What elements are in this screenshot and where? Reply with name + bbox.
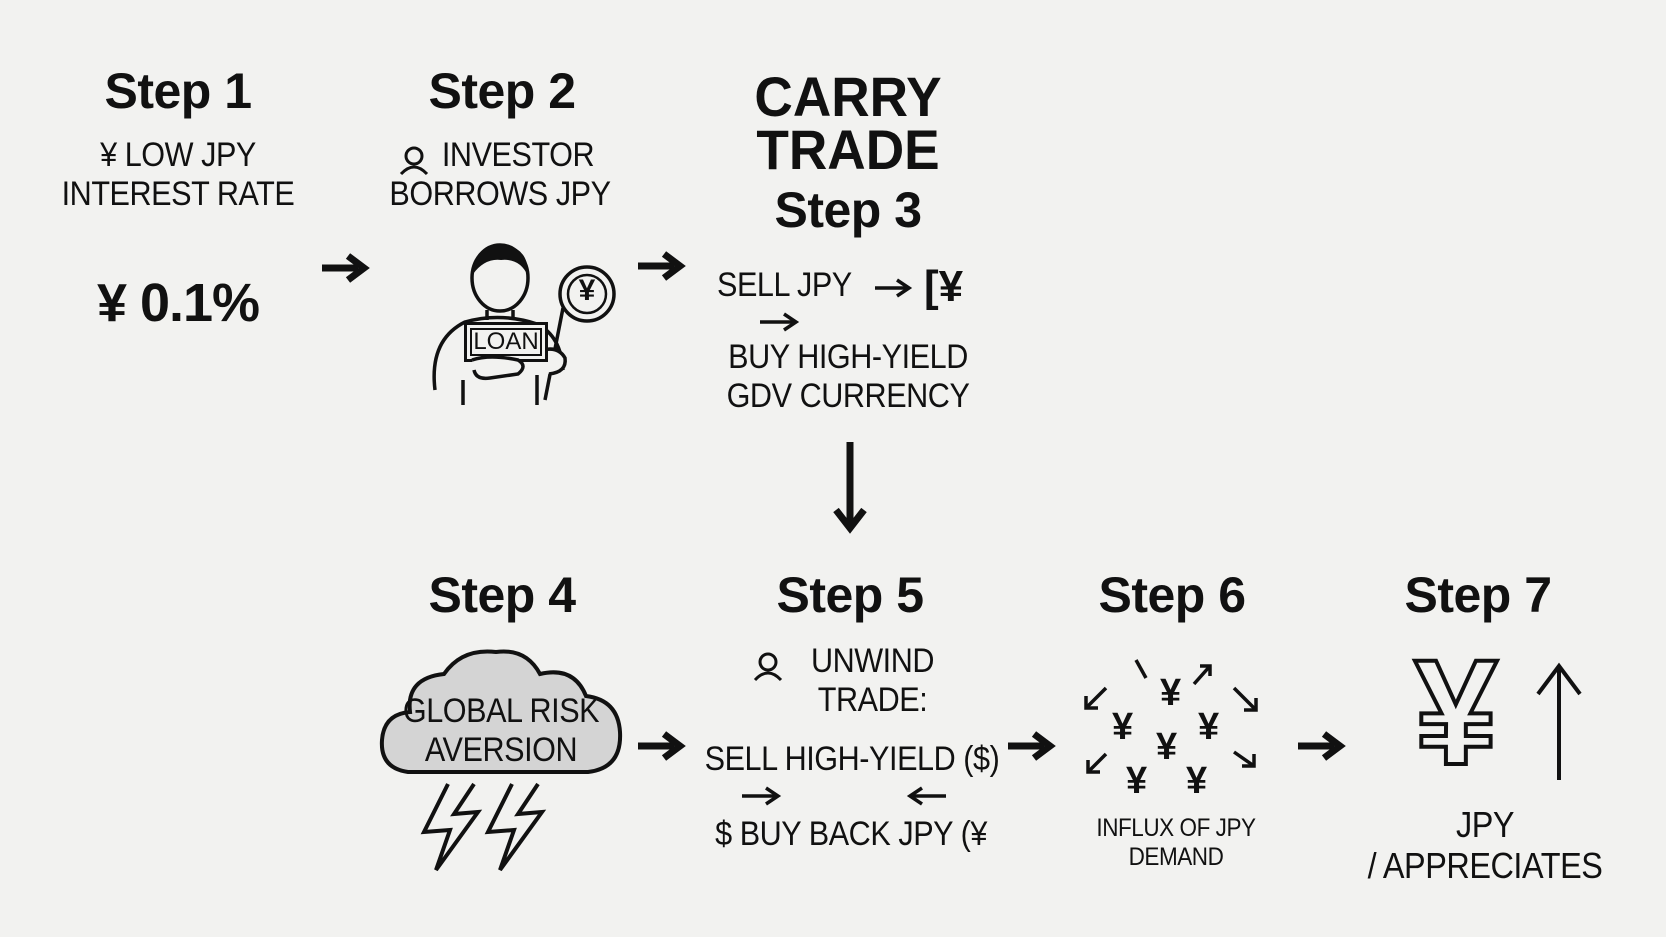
yen-icon: ¥ bbox=[1156, 726, 1178, 768]
yen-icon: ¥ bbox=[1126, 760, 1148, 802]
step-5-buy-text: $ BUY BACK JPY (¥ bbox=[715, 815, 987, 853]
arrow-right-icon bbox=[322, 253, 370, 283]
burst-arrows bbox=[1084, 659, 1258, 774]
arrow-left-icon bbox=[906, 786, 946, 806]
yen-icon: ¥ bbox=[1186, 760, 1208, 802]
step-4-cloud-line-2: AVERSION bbox=[424, 731, 578, 770]
step-3-buy-line-2: GDV CURRENCY bbox=[726, 377, 970, 416]
step-3-sell-text: SELL JPY bbox=[717, 266, 852, 304]
step-3-title: Step 3 bbox=[774, 182, 922, 238]
yen-icon: ¥ bbox=[1112, 706, 1134, 748]
step-2-line-1: INVESTOR bbox=[441, 136, 595, 174]
arrow-right-icon bbox=[1008, 731, 1056, 761]
step-2-coin-symbol: ¥ bbox=[578, 274, 596, 307]
person-icon bbox=[753, 652, 783, 682]
step-2-line-2: BORROWS JPY bbox=[389, 175, 611, 214]
arrow-right-icon bbox=[638, 251, 686, 281]
step-5-title: Step 5 bbox=[776, 567, 924, 623]
arrow-right-icon bbox=[638, 731, 686, 761]
step-5-sell-text: SELL HIGH-YIELD ($) bbox=[704, 740, 1000, 778]
step-6-caption: INFLUX OF JPY DEMAND bbox=[1068, 814, 1284, 872]
step-6-title: Step 6 bbox=[1098, 567, 1246, 623]
arrow-right-icon bbox=[1298, 731, 1346, 761]
person-icon bbox=[399, 146, 429, 176]
step-3-buy-label: BUY HIGH-YIELD GDV CURRENCY bbox=[713, 338, 983, 416]
step-6-caption-line-1: INFLUX OF JPY bbox=[1096, 814, 1256, 842]
step-1-line-1: ¥ LOW JPY bbox=[100, 136, 256, 174]
step-7-caption: JPY / APPRECIATES bbox=[1355, 804, 1616, 887]
step-2-label: INVESTOR BORROWS JPY bbox=[365, 136, 635, 214]
yen-icon: ¥ bbox=[1198, 706, 1220, 748]
yen-cluster: ¥ ¥ ¥ ¥ ¥ ¥ bbox=[1060, 656, 1290, 816]
carry-title-line-1: CARRY bbox=[754, 65, 942, 128]
step-7-title: Step 7 bbox=[1404, 567, 1552, 623]
step-4-cloud-label: GLOBAL RISK AVERSION bbox=[390, 692, 611, 770]
arrow-right-icon bbox=[875, 278, 913, 298]
step-6-caption-line-2: DEMAND bbox=[1128, 842, 1224, 871]
step-3-buy-line-1: BUY HIGH-YIELD bbox=[728, 338, 968, 376]
step-4-title: Step 4 bbox=[428, 567, 576, 623]
investor-hand bbox=[471, 355, 525, 381]
step-1-label: ¥ LOW JPY INTEREST RATE bbox=[43, 136, 313, 214]
step-1-line-2: INTEREST RATE bbox=[61, 175, 295, 214]
yen-icon bbox=[558, 265, 616, 323]
step-3-yen-symbol: [¥ bbox=[924, 262, 964, 311]
step-1-title: Step 1 bbox=[104, 63, 252, 119]
step-7-caption-line-1: JPY bbox=[1455, 804, 1515, 845]
arrow-right-icon bbox=[742, 786, 782, 806]
yen-icon: ¥ bbox=[1160, 672, 1182, 714]
loan-sign: LOAN bbox=[464, 322, 548, 362]
cloud-icon bbox=[379, 649, 623, 774]
step-2-title: Step 2 bbox=[428, 63, 576, 119]
step-1-rate-value: ¥ 0.1% bbox=[96, 273, 260, 333]
arrow-right-icon bbox=[760, 312, 800, 332]
carry-title-line-2: TRADE bbox=[756, 118, 940, 182]
arrow-down-icon bbox=[833, 442, 867, 534]
step-5-line-1: UNWIND bbox=[810, 642, 935, 680]
yen-icon: ¥ bbox=[1412, 628, 1499, 796]
step-5-line-2: TRADE: bbox=[817, 681, 928, 720]
arrow-up-icon bbox=[1536, 662, 1582, 780]
carry-trade-title: CARRY TRADE bbox=[725, 65, 972, 182]
lightning-icon bbox=[420, 782, 547, 872]
step-7-caption-line-2: / APPRECIATES bbox=[1367, 845, 1603, 887]
loan-sign-text: LOAN bbox=[470, 328, 542, 356]
step-4-cloud-line-1: GLOBAL RISK bbox=[402, 692, 600, 730]
step-5-label: UNWIND TRADE: bbox=[751, 642, 949, 720]
